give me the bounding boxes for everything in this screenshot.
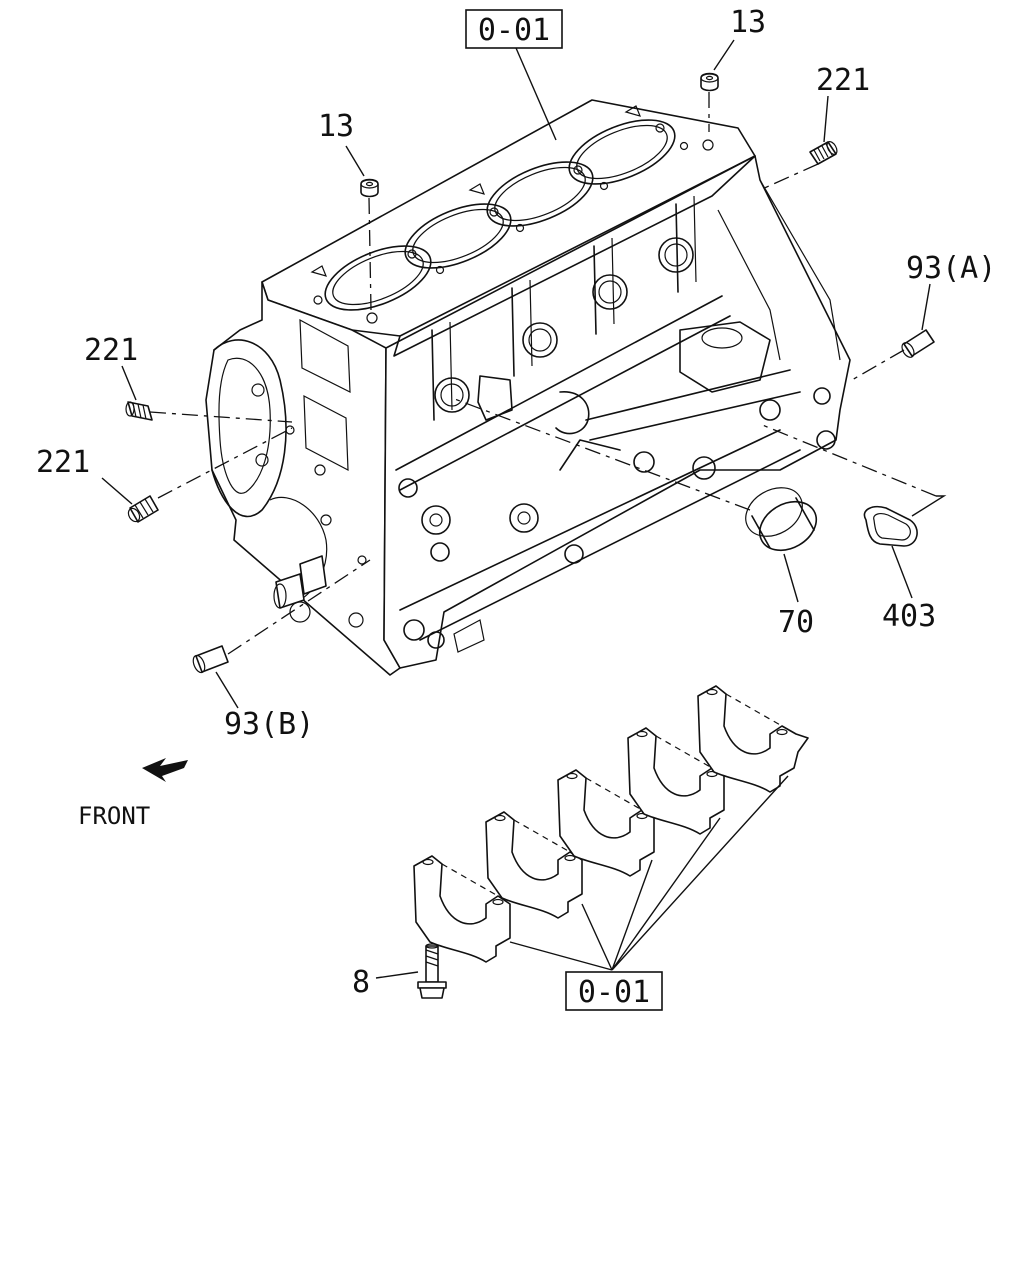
- bearing-cap-5: [697, 685, 809, 793]
- plug-13-right: [700, 72, 719, 92]
- main-bearing-caps: [413, 685, 809, 963]
- reference-box-top: 0-01: [465, 9, 563, 49]
- plug-221-right: [809, 141, 838, 165]
- bushing-70: [745, 487, 818, 552]
- bolt-8: [417, 943, 447, 999]
- reference-box-bottom: 0-01: [565, 971, 663, 1011]
- reference-label-top: 0-01: [478, 13, 550, 48]
- plug-221-left-lower: [127, 495, 159, 523]
- callout-221-left-lower: 221: [36, 445, 90, 480]
- dowel-93a: [901, 329, 935, 358]
- cylinder-block: [205, 99, 851, 676]
- callout-221-right: 221: [816, 63, 870, 98]
- callout-403: 403: [882, 599, 936, 634]
- callout-93b: 93(B): [224, 707, 314, 742]
- leader-lines: [101, 39, 947, 979]
- callout-70: 70: [778, 605, 814, 640]
- installation-lines: [149, 92, 937, 655]
- bearing-cap-1: [413, 855, 511, 963]
- front-label: FRONT: [78, 802, 150, 830]
- callout-13-left: 13: [318, 109, 354, 144]
- plug-13-left: [360, 178, 379, 198]
- dowel-93b: [192, 645, 229, 674]
- callout-13-right: 13: [730, 5, 766, 40]
- callout-221-left-upper: 221: [84, 333, 138, 368]
- gasket-403: [863, 505, 918, 547]
- front-arrow-icon: [142, 758, 188, 782]
- callout-8: 8: [352, 965, 370, 1000]
- callout-93a: 93(A): [906, 251, 996, 286]
- reference-label-bottom: 0-01: [578, 975, 650, 1010]
- plug-221-left-upper: [125, 401, 153, 421]
